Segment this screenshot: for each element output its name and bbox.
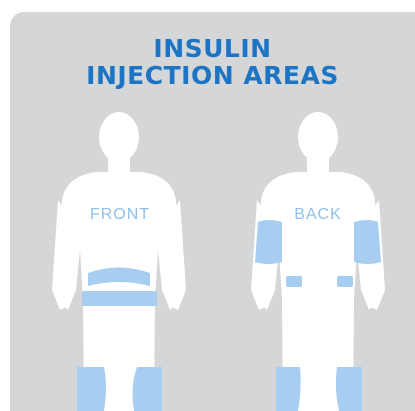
back-left-arm-area <box>255 220 282 264</box>
front-figure <box>52 112 186 411</box>
back-label: BACK <box>258 206 378 224</box>
back-right-thigh-area <box>336 367 362 411</box>
front-left-thigh-area <box>77 367 106 411</box>
back-left-thigh-area <box>276 367 301 411</box>
front-right-thigh-area <box>133 367 162 411</box>
back-right-arm-area <box>354 220 381 264</box>
back-left-lower-area <box>286 276 302 287</box>
front-label: FRONT <box>60 206 180 224</box>
front-hip-band-area <box>82 291 157 306</box>
back-right-lower-area <box>337 276 353 287</box>
